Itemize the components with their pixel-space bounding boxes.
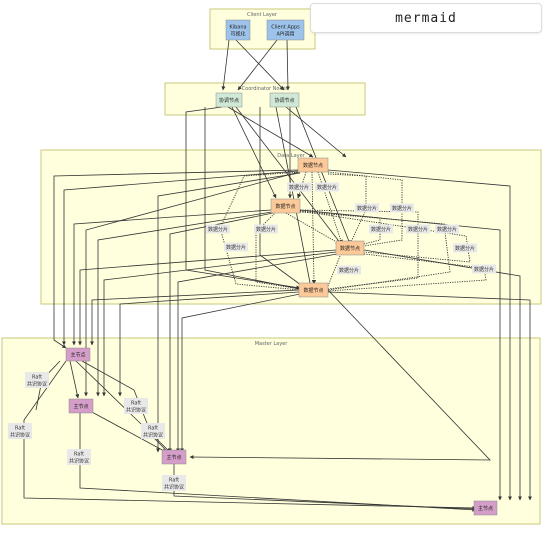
nodes: Kibana可视化Client AppsAPI调用协调节点协调节点数据节点数据节… [65, 19, 498, 516]
master-node-1-box [65, 347, 91, 362]
master-node-4-label: 主节点 [478, 505, 493, 512]
data-node-2[interactable]: 数据节点 [270, 198, 301, 214]
shard-label-text: 数据分片 [339, 267, 359, 274]
client-apps-node-label: Client Apps [271, 24, 300, 30]
coordinator-layer-title: Coordinator Nodes [242, 86, 289, 92]
master-node-3[interactable]: 主节点 [161, 449, 187, 465]
raft-label-text: Raft [74, 451, 84, 457]
shard-label-text: 数据分片 [256, 226, 276, 233]
data-node-1-label: 数据节点 [303, 162, 323, 169]
raft-label-text: Raft [148, 425, 158, 431]
coordinator-node-1-label: 协调节点 [219, 97, 239, 104]
master-node-2[interactable]: 主节点 [68, 398, 94, 414]
master-node-4-box [473, 500, 498, 516]
shard-label-text: 数据分片 [392, 205, 412, 212]
shard-label-text: 数据分片 [455, 245, 475, 252]
raft-label-text: Raft [169, 477, 179, 483]
coordinator-node-1-box [215, 92, 243, 108]
shard-edge-label: 数据分片 [206, 224, 230, 234]
raft-label-text: 共识协议 [69, 457, 89, 464]
data-node-1[interactable]: 数据节点 [297, 157, 329, 173]
master-node-2-label: 主节点 [73, 403, 88, 410]
master-node-4[interactable]: 主节点 [473, 500, 498, 516]
raft-label-text: 共识协议 [126, 406, 146, 413]
shard-label-text: 数据分片 [226, 244, 246, 251]
shard-edge-label: 数据分片 [315, 182, 339, 192]
shard-edge-label: 数据分片 [435, 224, 459, 234]
raft-label-text: Raft [32, 374, 42, 380]
shard-edge-label: 数据分片 [369, 224, 393, 234]
raft-label-text: Raft [15, 425, 25, 431]
coordinator-node-1[interactable]: 协调节点 [215, 92, 243, 108]
client-apps-node-box [266, 19, 305, 41]
shard-edge-label: 数据分片 [406, 224, 430, 234]
raft-label-text: Raft [131, 400, 141, 406]
shard-edge-label: 数据分片 [390, 203, 414, 213]
raft-label-text: 共识协议 [27, 380, 47, 387]
mermaid-tab[interactable]: mermaid [310, 3, 542, 33]
raft-label-text: 共识协议 [10, 431, 30, 438]
shard-label-text: 数据分片 [371, 226, 391, 233]
coordinator-layer [164, 82, 366, 116]
data-node-1-box [297, 157, 329, 173]
master-layer-title: Master Layer [255, 341, 289, 347]
shard-label-text: 数据分片 [408, 226, 428, 233]
data-node-3-label: 数据节点 [340, 245, 360, 252]
client-layer-title: Client Layer [247, 12, 278, 18]
edge-labels: 数据分片数据分片数据分片数据分片数据分片数据分片数据分片数据分片数据分片数据分片… [8, 182, 496, 491]
kibana-node-label: Kibana [229, 24, 246, 30]
shard-label-text: 数据分片 [474, 266, 494, 273]
master-node-1[interactable]: 主节点 [65, 347, 91, 362]
coordinator-node-2-box [269, 92, 300, 108]
data-layer-title: Data Layer [277, 153, 305, 159]
mermaid-tab-title: mermaid [395, 10, 457, 26]
shard-label-text: 数据分片 [289, 184, 309, 191]
master-layer [1, 337, 541, 525]
shard-edge-label: 数据分片 [337, 265, 361, 275]
raft-label-text: 共识协议 [164, 483, 184, 490]
master-node-2-box [68, 398, 94, 414]
shard-label-text: 数据分片 [317, 184, 337, 191]
raft-label-text: 共识协议 [143, 431, 163, 438]
master-node-3-label: 主节点 [166, 454, 181, 461]
data-node-3-box [335, 240, 365, 256]
data-node-4-label: 数据节点 [303, 287, 323, 294]
shard-edge-label: 数据分片 [287, 182, 311, 192]
shard-edge-label: 数据分片 [453, 243, 477, 253]
shard-label-text: 数据分片 [437, 226, 457, 233]
master-node-3-box [161, 449, 187, 465]
coordinator-node-2[interactable]: 协调节点 [269, 92, 300, 108]
data-node-3[interactable]: 数据节点 [335, 240, 365, 256]
shard-edge-label: 数据分片 [355, 203, 379, 213]
coordinator-node-2-label: 协调节点 [274, 97, 294, 104]
shard-edge-label: 数据分片 [254, 224, 278, 234]
shard-edge-label: 数据分片 [224, 242, 248, 252]
data-node-2-box [270, 198, 301, 214]
data-node-2-label: 数据节点 [275, 203, 295, 210]
data-node-4[interactable]: 数据节点 [298, 282, 329, 298]
kibana-node-label: 可视化 [230, 30, 245, 37]
data-node-4-box [298, 282, 329, 298]
kibana-node-box [225, 19, 251, 41]
client-apps-node-label: API调用 [277, 30, 295, 37]
shard-label-text: 数据分片 [208, 226, 228, 233]
shard-label-text: 数据分片 [357, 205, 377, 212]
master-node-1-label: 主节点 [70, 351, 85, 358]
shard-edge-label: 数据分片 [472, 264, 496, 274]
